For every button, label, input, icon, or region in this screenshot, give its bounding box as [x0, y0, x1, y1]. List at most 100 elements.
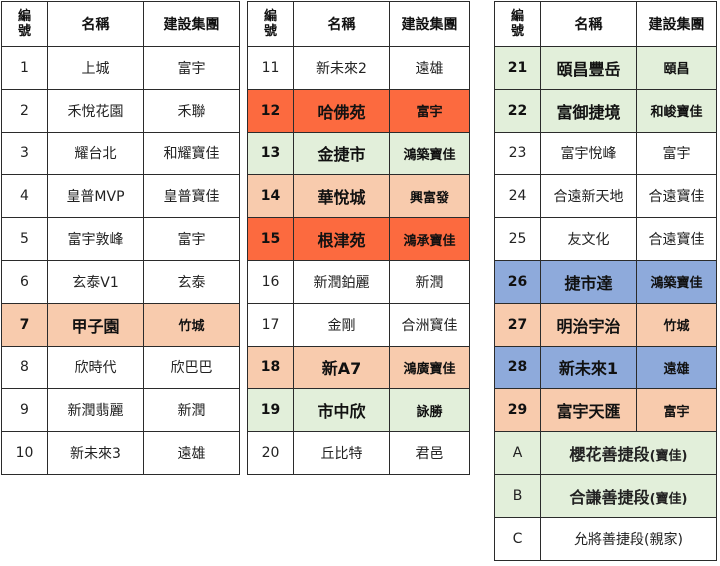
- cell-builder: 禾聯: [143, 88, 240, 133]
- cell-name: 捷市達: [540, 259, 637, 304]
- cell-num: 14: [247, 174, 294, 219]
- section-builder: (寶佳): [649, 449, 688, 465]
- cell-name: 欣時代: [47, 345, 144, 390]
- cell-num: 13: [247, 131, 294, 176]
- cell-num: 3: [1, 131, 48, 176]
- cell-name: 上城: [47, 46, 144, 90]
- cell-num: 28: [494, 345, 541, 390]
- cell-name: 友文化: [540, 217, 637, 261]
- cell-builder: 欣巴巴: [143, 345, 240, 390]
- cell-num: 8: [1, 345, 48, 390]
- cell-section-name: 櫻花善捷段(寶佳): [540, 431, 717, 475]
- cell-num: 27: [494, 302, 541, 347]
- cell-num: 19: [247, 388, 294, 433]
- cell-builder: 君邑: [389, 431, 470, 475]
- cell-name: 皇普MVP: [47, 174, 144, 219]
- section-builder: (寶佳): [649, 491, 688, 507]
- header-row: 編 號名稱建設集團: [247, 1, 470, 47]
- cell-builder: 皇普寶佳: [143, 174, 240, 219]
- header-row: 編 號名稱建設集團: [1, 1, 240, 47]
- cell-section-name: 允將善捷段(親家): [540, 516, 717, 561]
- cell-builder: 鴻廣寶佳: [389, 345, 470, 390]
- cell-builder: 富宇: [636, 388, 717, 433]
- cell-builder: 竹城: [143, 302, 240, 347]
- cell-builder: 遠雄: [636, 345, 717, 390]
- cell-builder: 頤昌: [636, 46, 717, 90]
- cell-num: 21: [494, 46, 541, 90]
- cell-name: 新未來2: [293, 46, 390, 90]
- cell-num: 23: [494, 131, 541, 176]
- cell-num: B: [494, 473, 541, 518]
- cell-name: 華悅城: [293, 174, 390, 219]
- cell-num: A: [494, 431, 541, 475]
- cell-num: 2: [1, 88, 48, 133]
- cell-num: 1: [1, 46, 48, 90]
- section-name: 合謙善捷段: [569, 487, 650, 507]
- cell-num: 4: [1, 174, 48, 219]
- cell-name: 新潤翡麗: [47, 388, 144, 433]
- cell-builder: 富宇: [143, 217, 240, 261]
- cell-name: 富宇敦峰: [47, 217, 144, 261]
- cell-builder: 富宇: [389, 88, 470, 133]
- header-num: 編 號: [247, 1, 294, 47]
- cell-num: 12: [247, 88, 294, 133]
- cell-builder: 竹城: [636, 302, 717, 347]
- cell-num: 16: [247, 259, 294, 304]
- cell-name: 新潤鉑麗: [293, 259, 390, 304]
- cell-builder: 遠雄: [389, 46, 470, 90]
- cell-num: 6: [1, 259, 48, 304]
- cell-builder: 鴻承寶佳: [389, 217, 470, 261]
- cell-name: 哈佛苑: [293, 88, 390, 133]
- section-name: 櫻花善捷段: [569, 445, 650, 465]
- cell-builder: 鴻築寶佳: [389, 131, 470, 176]
- section-name: 允將善捷段: [574, 531, 645, 548]
- cell-num: 25: [494, 217, 541, 261]
- cell-builder: 富宇: [143, 46, 240, 90]
- cell-name: 丘比特: [293, 431, 390, 475]
- cell-name: 根津苑: [293, 217, 390, 261]
- cell-builder: 合遠寶佳: [636, 217, 717, 261]
- header-name: 名稱: [47, 1, 144, 47]
- cell-builder: 新潤: [389, 259, 470, 304]
- cell-num: 24: [494, 174, 541, 219]
- cell-name: 頤昌豐岳: [540, 46, 637, 90]
- cell-builder: 和峻寶佳: [636, 88, 717, 133]
- header-num: 編 號: [494, 1, 541, 47]
- cell-builder: 鴻築寶佳: [636, 259, 717, 304]
- cell-name: 禾悅花園: [47, 88, 144, 133]
- cell-name: 合遠新天地: [540, 174, 637, 219]
- cell-num: 11: [247, 46, 294, 90]
- header-num: 編 號: [1, 1, 48, 47]
- cell-builder: 遠雄: [143, 431, 240, 475]
- header-builder: 建設集團: [389, 1, 470, 47]
- cell-builder: 詠勝: [389, 388, 470, 433]
- cell-name: 甲子園: [47, 302, 144, 347]
- cell-num: 15: [247, 217, 294, 261]
- header-name: 名稱: [540, 1, 637, 47]
- cell-builder: 和耀寶佳: [143, 131, 240, 176]
- cell-builder: 新潤: [143, 388, 240, 433]
